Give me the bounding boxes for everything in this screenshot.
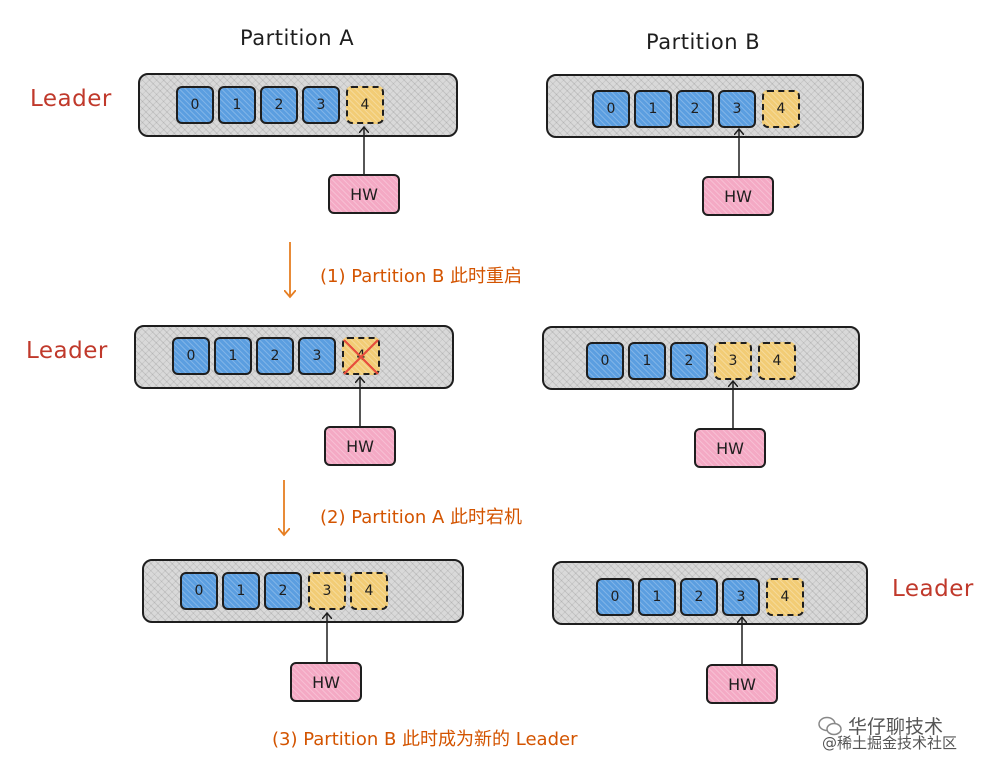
watermark-author: 华仔聊技术 <box>848 716 944 738</box>
log-cell-3: 3 <box>298 337 336 375</box>
leader-label-row1: Leader <box>30 86 112 112</box>
log-cell-3: 3 <box>308 572 346 610</box>
partition-a-title: Partition A <box>240 26 355 50</box>
hw-marker-b-row1: HW <box>702 176 774 216</box>
log-cell-0: 0 <box>176 86 214 124</box>
log-cell-4: 4 <box>758 342 796 380</box>
hw-marker-a-row2: HW <box>324 426 396 466</box>
log-cell-1: 1 <box>214 337 252 375</box>
leader-label-row3: Leader <box>892 576 974 602</box>
partition-b-title: Partition B <box>646 30 761 54</box>
log-cell-3: 3 <box>302 86 340 124</box>
log-cell-0: 0 <box>180 572 218 610</box>
log-cell-4: 4 <box>350 572 388 610</box>
log-cell-1: 1 <box>222 572 260 610</box>
log-cell-1: 1 <box>628 342 666 380</box>
log-cell-3: 3 <box>722 578 760 616</box>
log-cell-0: 0 <box>592 90 630 128</box>
hw-marker-b-row3: HW <box>706 664 778 704</box>
watermark: 华仔聊技术 <box>818 712 943 739</box>
hw-marker-b-row2: HW <box>694 428 766 468</box>
leader-label-row2: Leader <box>26 338 108 364</box>
log-cell-0: 0 <box>586 342 624 380</box>
crash-cross-icon <box>343 339 379 375</box>
log-cell-2: 2 <box>676 90 714 128</box>
log-cell-1: 1 <box>638 578 676 616</box>
log-cell-4: 4 <box>762 90 800 128</box>
step-1-text: (1) Partition B 此时重启 <box>320 266 523 287</box>
log-cell-0: 0 <box>172 337 210 375</box>
log-cell-2: 2 <box>264 572 302 610</box>
log-cell-3: 3 <box>714 342 752 380</box>
log-cell-0: 0 <box>596 578 634 616</box>
hw-marker-a-row1: HW <box>328 174 400 214</box>
log-cell-2: 2 <box>680 578 718 616</box>
log-cell-2: 2 <box>670 342 708 380</box>
log-cell-2: 2 <box>260 86 298 124</box>
log-cell-1: 1 <box>634 90 672 128</box>
log-cell-4: 4 <box>346 86 384 124</box>
log-cell-3: 3 <box>718 90 756 128</box>
watermark-site: @稀土掘金技术社区 <box>822 734 958 752</box>
wechat-icon <box>818 716 842 735</box>
step-3-text: (3) Partition B 此时成为新的 Leader <box>272 729 578 750</box>
log-cell-1: 1 <box>218 86 256 124</box>
hw-marker-a-row3: HW <box>290 662 362 702</box>
step-2-text: (2) Partition A 此时宕机 <box>320 507 522 528</box>
log-cell-2: 2 <box>256 337 294 375</box>
log-cell-4: 4 <box>766 578 804 616</box>
